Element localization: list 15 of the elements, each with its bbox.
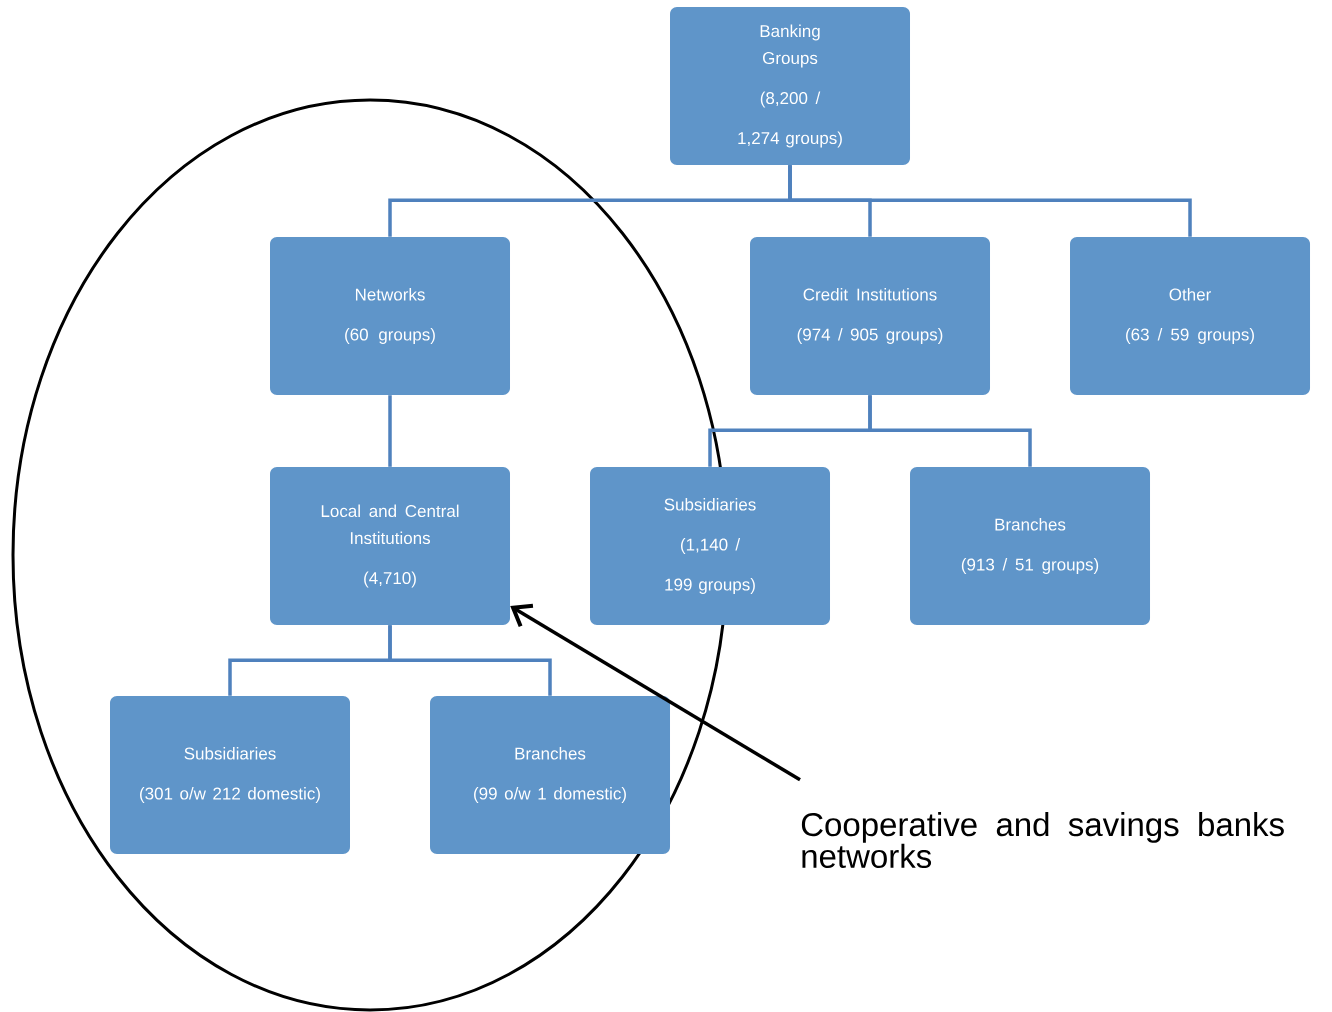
connector — [788, 165, 1192, 237]
arrow — [510, 603, 801, 782]
org-box: Networks (60 groups) — [270, 237, 510, 395]
org-box: Branches (99 o/w 1 domestic) — [430, 696, 670, 854]
org-box: Branches (913 / 51 groups) — [910, 467, 1150, 625]
org-box: Subsidiaries (301 o/w 212 domestic) — [110, 696, 350, 854]
callout-text: Cooperative and savings banks networks — [801, 812, 1284, 868]
org-box: Subsidiaries (1,140 / 199 groups) — [590, 467, 830, 625]
connector — [868, 395, 1032, 467]
org-box: Banking Groups (8,200 / 1,274 groups) — [670, 7, 910, 165]
org-box: Local and Central Institutions (4,710) — [270, 467, 510, 625]
connector — [388, 625, 552, 696]
org-box: Credit Institutions (974 / 905 groups) — [750, 237, 990, 395]
org-box: Other (63 / 59 groups) — [1070, 237, 1310, 395]
connector — [388, 395, 392, 467]
